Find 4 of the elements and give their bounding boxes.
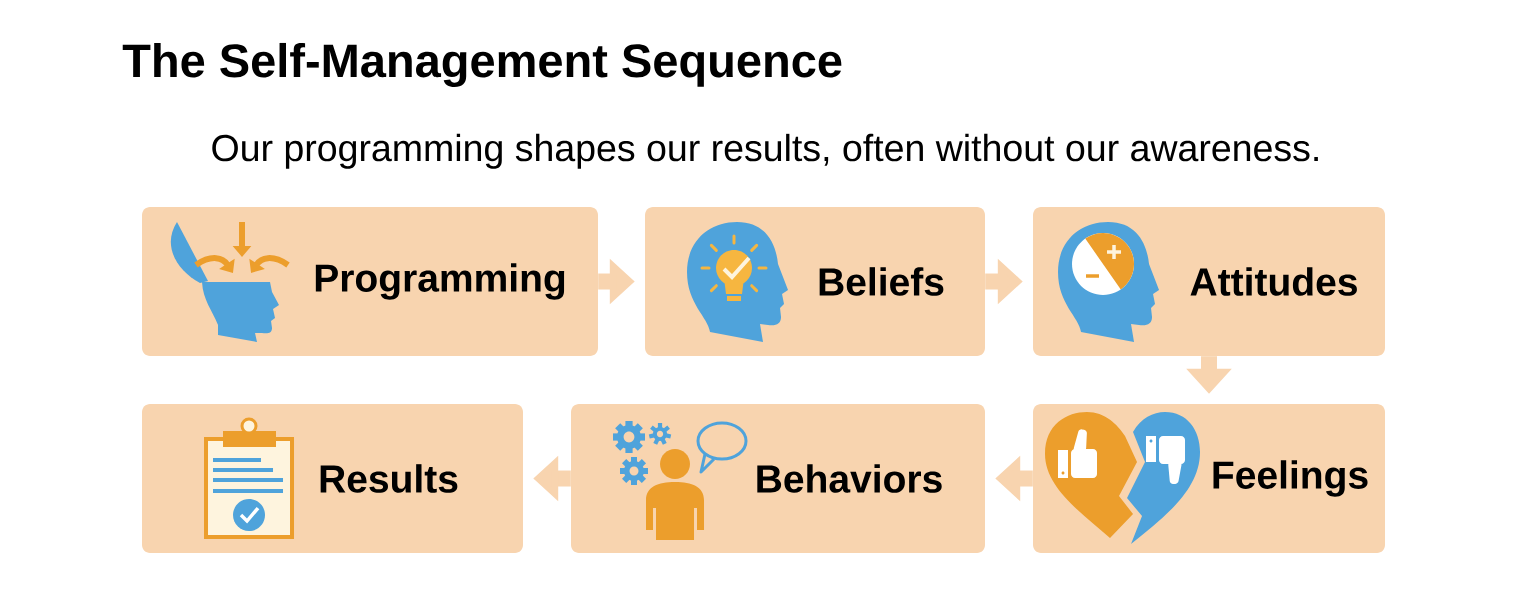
subtitle: Our programming shapes our results, often without our awareness. — [212, 133, 1318, 169]
title: The Self-Management Sequence — [122, 42, 842, 87]
step-box: Behaviors — [571, 404, 985, 553]
step-box: Programming — [142, 207, 598, 356]
